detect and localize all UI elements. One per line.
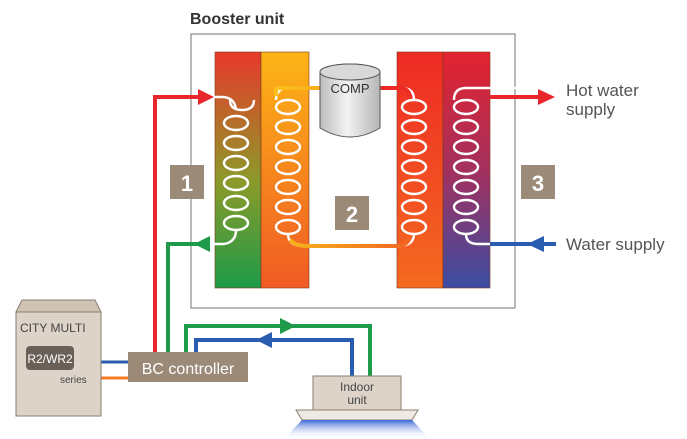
- booster-unit-title: Booster unit: [190, 11, 285, 28]
- indoor-loop-green: [184, 324, 372, 378]
- refrigerant-supply-arrow: [198, 89, 214, 105]
- step-badge-2: 2: [335, 196, 369, 230]
- outdoor-unit-series: series: [60, 375, 87, 386]
- heat-exchanger-1-right: [260, 51, 310, 289]
- pipe-bottom-loop: [288, 237, 412, 248]
- water-supply-arrow: [527, 236, 544, 252]
- outdoor-unit: [15, 299, 102, 417]
- indoor-unit-label-line1: Indoor: [340, 380, 374, 394]
- indoor-unit: [284, 375, 430, 439]
- outdoor-unit-model: R2/WR2: [27, 352, 73, 366]
- compressor-label: COMP: [331, 81, 370, 96]
- hot-water-label-line2: supply: [566, 100, 616, 119]
- indoor-unit-airflow: [284, 420, 430, 439]
- refrigerant-return-pipe: [166, 242, 206, 352]
- bc-controller-box: [128, 352, 248, 382]
- step-badge-3: 3: [521, 165, 555, 199]
- svg-text:2: 2: [346, 202, 358, 227]
- indoor-loop-green-arrow: [280, 318, 296, 334]
- refrigerant-supply-pipe: [153, 95, 206, 352]
- indoor-loop-blue: [194, 338, 354, 378]
- svg-text:1: 1: [181, 171, 193, 196]
- indoor-loop-blue-arrow: [256, 332, 272, 348]
- indoor-unit-label-line2: unit: [347, 393, 367, 407]
- pipe-top-to-compressor: [274, 86, 334, 96]
- step-badge-1: 1: [170, 165, 204, 199]
- coil-2-right: [452, 98, 480, 236]
- heat-exchanger-2-right: [442, 51, 491, 289]
- svg-text:3: 3: [532, 171, 544, 196]
- outdoor-unit-brand: CITY MULTI: [20, 321, 86, 335]
- hot-water-arrow: [538, 89, 555, 105]
- coil-connectors: [212, 86, 530, 248]
- refrigerant-return-arrow: [194, 236, 210, 252]
- water-supply-label: Water supply: [566, 235, 665, 254]
- coil-1-right: [274, 98, 302, 236]
- compressor: [319, 63, 381, 138]
- pipe-compressor-out: [370, 86, 412, 97]
- bc-controller-label: BC controller: [142, 361, 235, 378]
- hot-water-label-line1: Hot water: [566, 81, 639, 100]
